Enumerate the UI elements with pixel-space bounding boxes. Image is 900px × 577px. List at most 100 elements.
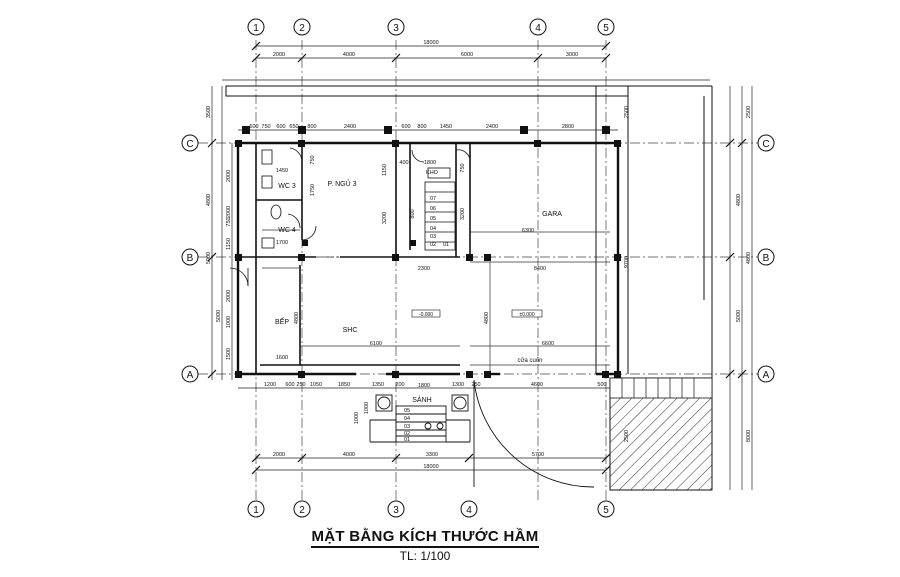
step-number: 01 bbox=[404, 437, 410, 443]
dim-text: 500 bbox=[597, 382, 606, 388]
dim-text: 5700 bbox=[532, 452, 544, 458]
wc-fixtures bbox=[229, 147, 471, 287]
drawing-scale: TL: 1/100 bbox=[399, 549, 451, 563]
dim-text: 1700 bbox=[276, 240, 288, 246]
light-lines bbox=[262, 229, 610, 374]
axis-label: 3 bbox=[393, 505, 399, 516]
dim-text: 1600 bbox=[276, 355, 288, 361]
dim-text: 4800 bbox=[746, 252, 752, 264]
dim-text: 18000 bbox=[423, 464, 438, 470]
dimension-text: 18000 2000 4000 6000 3000 600 750 600 65… bbox=[206, 40, 752, 470]
dim-text: 1800 bbox=[424, 160, 436, 166]
step-number: 06 bbox=[430, 206, 436, 212]
dim-text: 6100 bbox=[370, 341, 382, 347]
step-number: 04 bbox=[404, 416, 410, 422]
dim-text: 2000 bbox=[226, 290, 232, 302]
room-garage-label: GARA bbox=[542, 211, 562, 218]
step-number: 03 bbox=[404, 424, 410, 430]
axis-label: C bbox=[186, 139, 193, 150]
dim-text: 650 bbox=[289, 124, 298, 130]
axis-bubble-5-top bbox=[597, 18, 615, 36]
axis-bubble-a-left bbox=[181, 365, 199, 383]
dim-text: 3300 bbox=[426, 452, 438, 458]
dim-text: 4000 bbox=[343, 52, 355, 58]
dim-text: 4800 bbox=[206, 194, 212, 206]
entrance-steps bbox=[369, 394, 471, 443]
dim-text: 1450 bbox=[440, 124, 452, 130]
dim-text: 8000 bbox=[746, 430, 752, 442]
dim-text: 1850 bbox=[338, 382, 350, 388]
dim-text: 2400 bbox=[486, 124, 498, 130]
dim-text: 2000 bbox=[273, 52, 285, 58]
step-number: 05 bbox=[430, 216, 436, 222]
dim-text: 800 bbox=[417, 124, 426, 130]
step-number: 02 bbox=[404, 431, 410, 437]
axis-bubble-4-bottom bbox=[460, 500, 478, 518]
dim-text: 1150 bbox=[226, 238, 232, 250]
dim-text: 2800 bbox=[562, 124, 574, 130]
hatched-ramp bbox=[609, 377, 713, 491]
axis-bubbles-top bbox=[181, 18, 775, 518]
axis-bubble-3-top bbox=[387, 18, 405, 36]
dim-text: 3200 bbox=[382, 212, 388, 224]
structural-columns bbox=[235, 126, 621, 378]
outer-stair-step-labels: 05 04 03 02 01 bbox=[404, 408, 410, 443]
dim-text: 18000 bbox=[423, 40, 438, 46]
dim-text: 750 bbox=[261, 124, 270, 130]
dim-text: 600 bbox=[285, 382, 294, 388]
dim-text: 750 bbox=[460, 163, 466, 172]
dim-text: 2500 bbox=[624, 430, 630, 442]
axis-bubble-c-right bbox=[757, 134, 775, 152]
step-number: 01 bbox=[443, 242, 449, 248]
dim-text: 2500 bbox=[624, 106, 630, 118]
step-number: 03 bbox=[430, 234, 436, 240]
axis-label: 2 bbox=[299, 505, 305, 516]
dim-text: 1200 bbox=[264, 382, 276, 388]
axis-label: 4 bbox=[466, 505, 472, 516]
dim-text: 600 bbox=[276, 124, 285, 130]
axis-bubble-b-right bbox=[757, 248, 775, 266]
dim-text: 200 bbox=[395, 382, 404, 388]
dim-text: 750 bbox=[310, 155, 316, 164]
dim-text: 1350 bbox=[372, 382, 384, 388]
dim-text: 3500 bbox=[206, 106, 212, 118]
axis-label: 2 bbox=[299, 23, 305, 34]
dim-text: 6600 bbox=[542, 341, 554, 347]
gate-swing bbox=[473, 379, 595, 488]
room-kitchen-label: BẾP bbox=[275, 316, 289, 326]
axis-label: A bbox=[763, 370, 770, 381]
room-lobby-label: SẢNH bbox=[412, 395, 431, 404]
dim-text: 3200 bbox=[460, 208, 466, 220]
room-storage-label: KHO bbox=[426, 170, 439, 176]
axis-label: 5 bbox=[603, 23, 609, 34]
dim-text: 600 bbox=[401, 124, 410, 130]
inner-stair bbox=[424, 167, 456, 251]
dim-text: 2000 bbox=[226, 206, 232, 218]
axis-bubble-1-top bbox=[247, 18, 265, 36]
dim-text: 600 bbox=[249, 124, 258, 130]
axis-label: 3 bbox=[393, 23, 399, 34]
dim-text: 750 bbox=[226, 217, 232, 226]
axis-bubble-b-left bbox=[181, 248, 199, 266]
axis-bubble-2-top bbox=[293, 18, 311, 36]
step-number: 04 bbox=[430, 226, 436, 232]
dim-text: 6300 bbox=[522, 228, 534, 234]
dim-text: 2500 bbox=[746, 106, 752, 118]
dim-text: 800 bbox=[410, 209, 416, 218]
level-mark: -0.000 bbox=[419, 312, 433, 318]
axis-bubble-2-bottom bbox=[293, 500, 311, 518]
dim-text: 1150 bbox=[382, 164, 388, 176]
dim-text: 5000 bbox=[216, 310, 222, 322]
dim-text: 2300 bbox=[418, 266, 430, 272]
axis-label: 4 bbox=[535, 23, 541, 34]
dim-text: 5000 bbox=[736, 310, 742, 322]
axis-bubble-c-left bbox=[181, 134, 199, 152]
axis-label: C bbox=[762, 139, 769, 150]
dim-text: 1000 bbox=[226, 316, 232, 328]
axis-label: 1 bbox=[253, 505, 259, 516]
axis-bubble-4-top bbox=[529, 18, 547, 36]
axis-bubble-5-bottom bbox=[597, 500, 615, 518]
dim-text: 800 bbox=[307, 124, 316, 130]
dim-text: 1050 bbox=[310, 382, 322, 388]
